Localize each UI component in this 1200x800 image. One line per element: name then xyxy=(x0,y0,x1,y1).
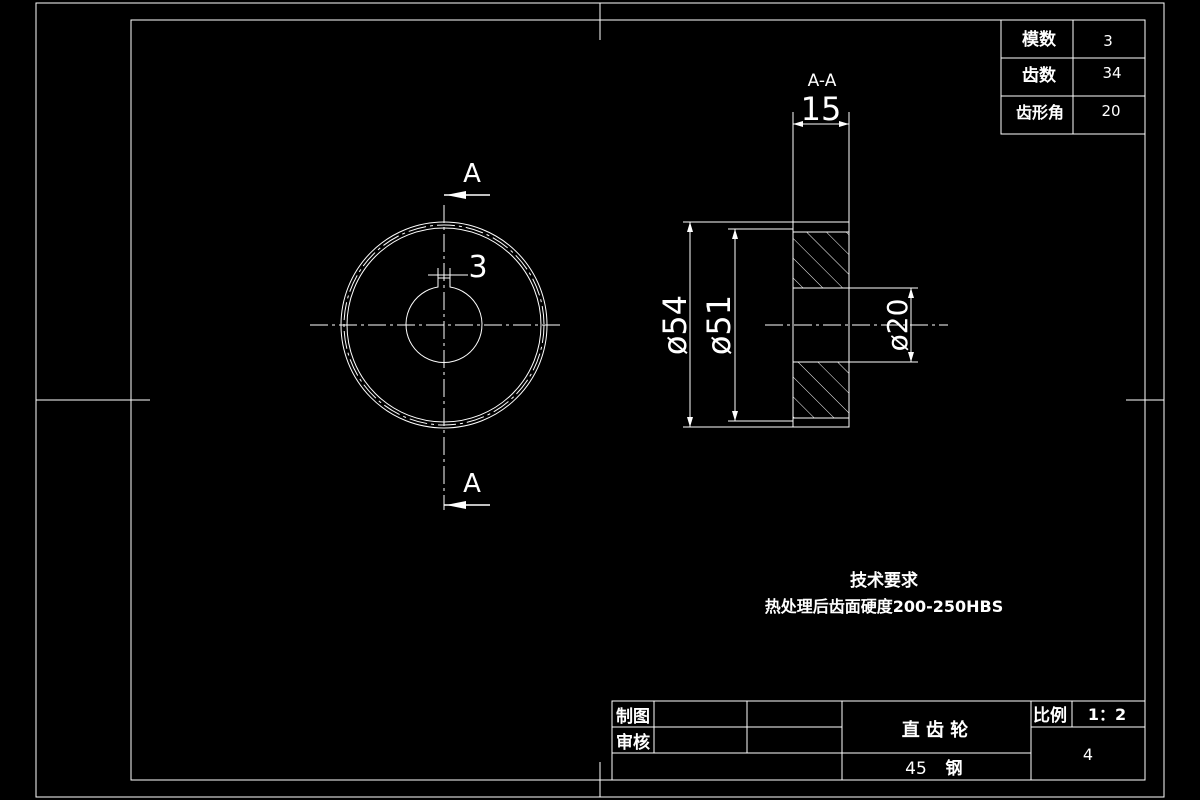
tech-req-title: 技术要求 xyxy=(850,570,918,591)
tech-requirements: 技术要求 热处理后齿面硬度200-250HBS xyxy=(765,570,1004,616)
sheet-border xyxy=(35,2,1165,798)
drawing-frame xyxy=(130,19,1146,781)
dim-face-width: 15 xyxy=(801,90,842,128)
title-block: 制图 审核 直 齿 轮 45 钢 比例 1：2 4 xyxy=(611,700,1146,781)
tech-req-text: 热处理后齿面硬度200-250HBS xyxy=(765,597,1004,616)
label-checked-by: 审核 xyxy=(616,732,650,753)
param-value-teeth: 34 xyxy=(1102,64,1121,82)
param-table: 模数 3 齿数 34 齿形角 20 xyxy=(1000,19,1146,135)
param-label-pressure-angle: 齿形角 xyxy=(1016,103,1064,122)
material-text: 钢 xyxy=(946,758,963,779)
section-view: A-A 15 ø54 ø51 xyxy=(656,71,948,428)
label-scale: 比例 xyxy=(1033,705,1067,726)
front-view: 3 A A xyxy=(310,159,560,510)
section-label: A-A xyxy=(808,71,837,91)
center-marks xyxy=(36,3,1164,797)
sheet-number: 4 xyxy=(1083,745,1093,764)
scale-value: 1：2 xyxy=(1088,705,1126,724)
param-label-module: 模数 xyxy=(1022,29,1057,50)
dim-keyway-width: 3 xyxy=(468,250,487,285)
param-label-teeth: 齿数 xyxy=(1022,65,1057,86)
part-name: 直 齿 轮 xyxy=(902,719,969,741)
label-drawn-by: 制图 xyxy=(616,706,650,727)
cut-marker-bottom: A xyxy=(463,469,481,499)
bore-with-keyway xyxy=(405,277,483,363)
cut-marker-top: A xyxy=(463,159,481,189)
dim-bore-diameter: ø20 xyxy=(881,299,914,352)
param-value-module: 3 xyxy=(1103,32,1113,50)
material-number: 45 xyxy=(905,759,927,779)
dim-outer-diameter: ø54 xyxy=(656,295,694,355)
dim-pitch-diameter: ø51 xyxy=(700,295,738,355)
param-value-pressure-angle: 20 xyxy=(1101,102,1120,120)
